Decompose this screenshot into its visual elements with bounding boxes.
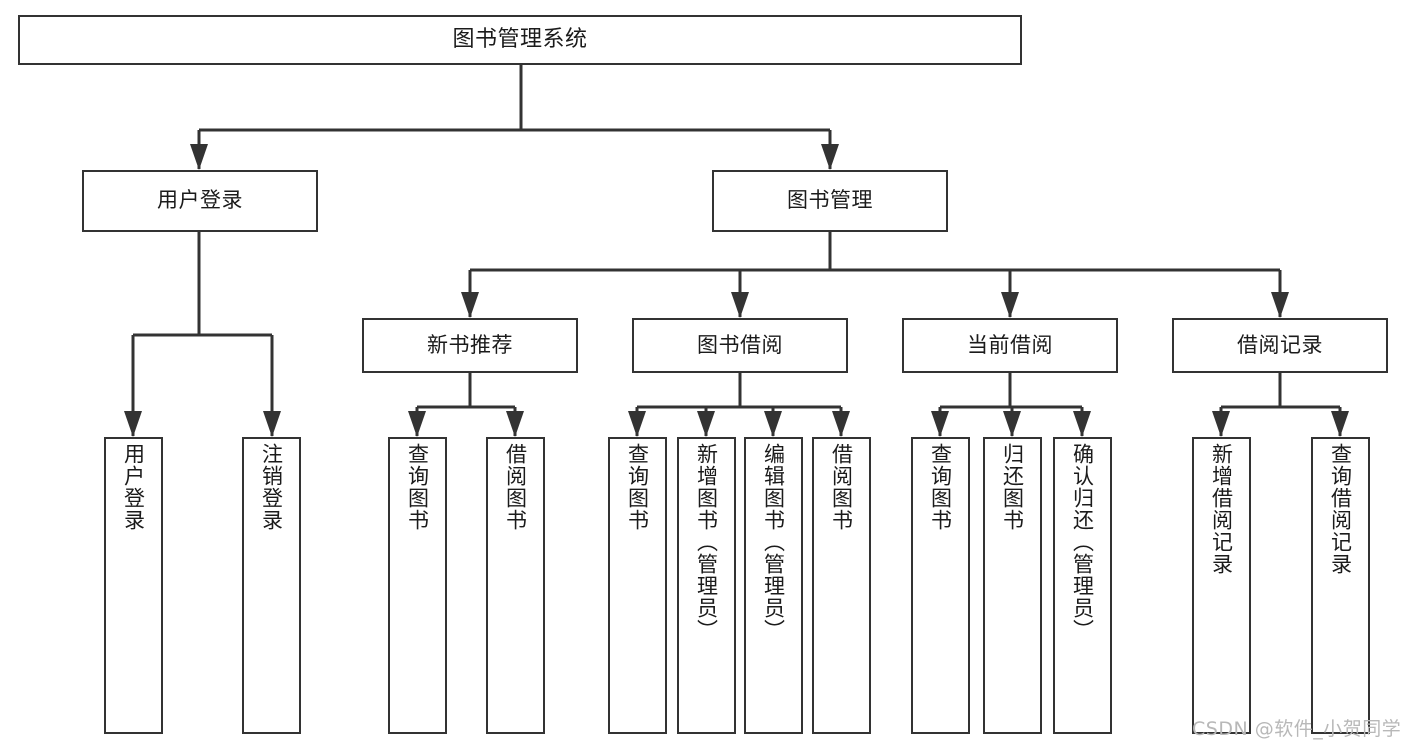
- arrowhead-icon: [1001, 292, 1019, 318]
- node-leaf-login-2: 注销登录: [242, 437, 301, 734]
- node-label: 查询图书: [625, 443, 650, 531]
- node-bookmgmt: 图书管理: [712, 170, 948, 232]
- node-leaf-cur-3: 确认归还（管理员）: [1053, 437, 1112, 734]
- node-leaf-rec-2: 查询借阅记录: [1311, 437, 1370, 734]
- node-leaf-cur-2: 归还图书: [983, 437, 1042, 734]
- node-leaf-new-2: 借阅图书: [486, 437, 545, 734]
- node-label: 借阅图书: [829, 443, 854, 531]
- node-label: 用户登录: [121, 443, 146, 531]
- node-leaf-new-1: 查询图书: [388, 437, 447, 734]
- node-leaf-borrow-1: 查询图书: [608, 437, 667, 734]
- node-label: 新书推荐: [427, 332, 513, 357]
- node-label: 用户登录: [157, 188, 243, 213]
- arrowhead-icon: [832, 411, 850, 437]
- arrowhead-icon: [408, 411, 426, 437]
- node-newbook: 新书推荐: [362, 318, 578, 373]
- node-label: 当前借阅: [967, 332, 1053, 357]
- node-label: 查询图书: [928, 443, 953, 531]
- node-leaf-borrow-3: 编辑图书（管理员）: [744, 437, 803, 734]
- arrowhead-icon: [1003, 411, 1021, 437]
- node-current: 当前借阅: [902, 318, 1118, 373]
- arrowhead-icon: [821, 144, 839, 170]
- arrowhead-icon: [764, 411, 782, 437]
- node-label: 图书管理: [787, 188, 873, 213]
- node-label: 新增图书（管理员）: [694, 443, 719, 641]
- node-leaf-login-1: 用户登录: [104, 437, 163, 734]
- node-label: 注销登录: [259, 443, 284, 531]
- arrowhead-icon: [1271, 292, 1289, 318]
- arrowhead-icon: [1331, 411, 1349, 437]
- arrowhead-icon: [461, 292, 479, 318]
- node-leaf-borrow-2: 新增图书（管理员）: [677, 437, 736, 734]
- node-label: 借阅图书: [503, 443, 528, 531]
- node-leaf-rec-1: 新增借阅记录: [1192, 437, 1251, 734]
- arrowhead-icon: [731, 292, 749, 318]
- node-leaf-cur-1: 查询图书: [911, 437, 970, 734]
- node-records: 借阅记录: [1172, 318, 1388, 373]
- node-borrow: 图书借阅: [632, 318, 848, 373]
- node-label: 新增借阅记录: [1209, 443, 1234, 575]
- arrowhead-icon: [1073, 411, 1091, 437]
- csdn-watermark: CSDN @软件_小贺同学: [1192, 718, 1402, 740]
- arrowhead-icon: [190, 144, 208, 170]
- node-root: 图书管理系统: [18, 15, 1022, 65]
- node-label: 查询借阅记录: [1328, 443, 1353, 575]
- arrowhead-icon: [263, 411, 281, 437]
- arrowhead-icon: [1212, 411, 1230, 437]
- node-label: 确认归还（管理员）: [1070, 443, 1095, 641]
- node-label: 归还图书: [1000, 443, 1025, 531]
- node-label: 借阅记录: [1237, 332, 1323, 357]
- node-leaf-borrow-4: 借阅图书: [812, 437, 871, 734]
- arrowhead-icon: [124, 411, 142, 437]
- node-label: 编辑图书（管理员）: [761, 443, 786, 641]
- node-label: 图书管理系统: [452, 26, 588, 52]
- arrowhead-icon: [628, 411, 646, 437]
- arrowhead-icon: [506, 411, 524, 437]
- arrowhead-icon: [931, 411, 949, 437]
- node-label: 图书借阅: [697, 332, 783, 357]
- node-label: 查询图书: [405, 443, 430, 531]
- arrowhead-icon: [697, 411, 715, 437]
- node-login: 用户登录: [82, 170, 318, 232]
